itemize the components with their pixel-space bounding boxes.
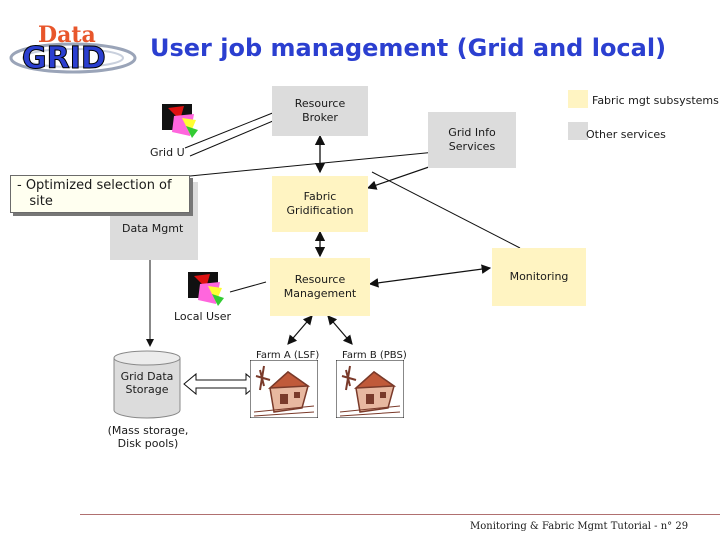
grid-info-services-node: Grid Info Services — [428, 112, 516, 168]
local-user-icon — [186, 268, 226, 308]
farm-b-label: Farm B (PBS) — [342, 350, 407, 361]
fabric-gridification-node: Fabric Gridification — [272, 176, 368, 232]
logo-grid-text: GRID — [22, 41, 106, 76]
grid-user-label: Grid U — [150, 146, 185, 159]
farm-a-label: Farm A (LSF) — [256, 350, 320, 361]
farm-b-icon — [335, 359, 405, 419]
legend-fabric-swatch — [568, 90, 588, 108]
legend-fabric-label: Fabric mgt subsystems — [592, 94, 719, 107]
footer-divider — [80, 514, 720, 515]
resource-management-node: Resource Management — [270, 258, 370, 316]
grid-data-storage-label: Grid Data Storage — [120, 370, 174, 396]
datagrid-logo: Data GRID — [8, 20, 138, 77]
logo-data-text: Data — [38, 22, 96, 48]
local-user-label: Local User — [174, 310, 232, 323]
grid-user-icon — [160, 100, 200, 140]
grid-data-storage-cylinder — [112, 350, 182, 420]
farm-a-icon — [249, 359, 319, 419]
storage-note: (Mass storage, Disk pools) — [107, 424, 189, 450]
tooltip-text: - Optimized selection of site — [17, 178, 172, 209]
legend-other-label: Other services — [586, 128, 666, 141]
resource-broker-node: Resource Broker — [272, 86, 368, 136]
callout-tooltip: - Optimized selection of site — [10, 175, 190, 213]
legend-other-swatch — [568, 122, 588, 140]
monitoring-node: Monitoring — [492, 248, 586, 306]
page-title: User job management (Grid and local) — [150, 34, 667, 62]
slide-footer: Monitoring & Fabric Mgmt Tutorial - n° 2… — [470, 521, 689, 532]
data-mgmt-label: Data Mgmt — [122, 222, 184, 235]
